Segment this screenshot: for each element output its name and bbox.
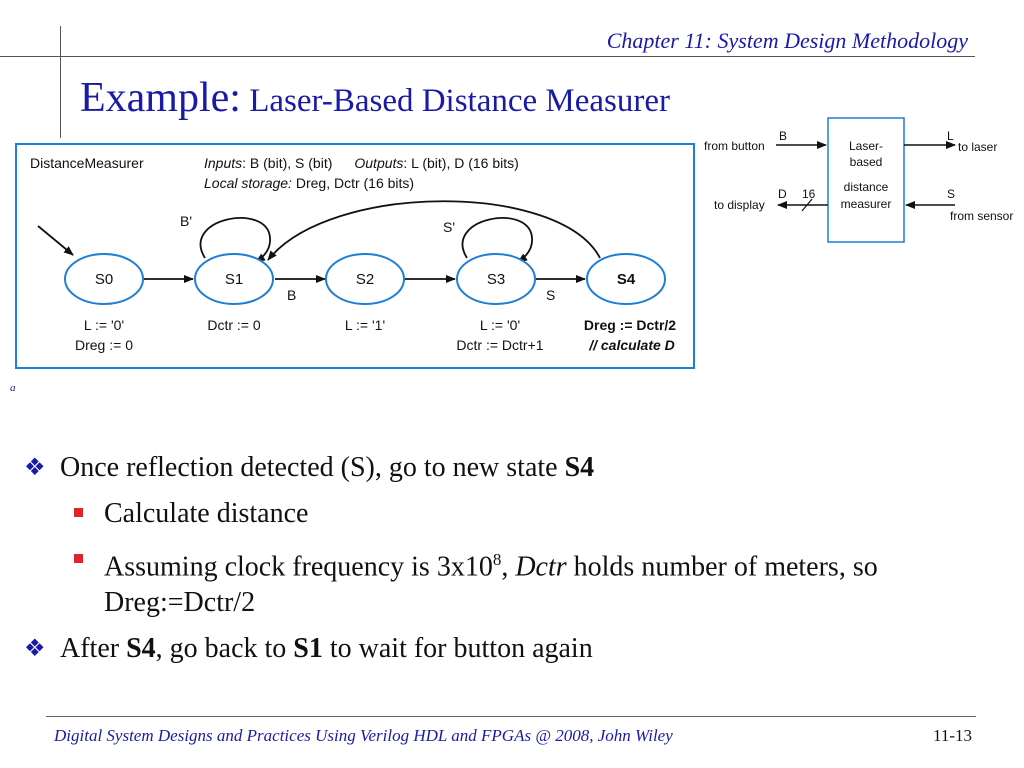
state-s4-label: S4 (617, 271, 636, 288)
block-label-3: distance (844, 180, 889, 194)
bullet-1b-pre: Assuming clock frequency is 3x10 (104, 551, 493, 583)
bullet-1-bold: S4 (564, 452, 595, 483)
label-s3-self: S' (443, 219, 455, 235)
state-s0: S0 (64, 253, 144, 305)
output-d-port: D (778, 187, 787, 201)
inputs-value: : B (bit), S (bit) (242, 155, 332, 171)
label-s1-s2: B (287, 287, 296, 303)
header-horizontal-rule (0, 56, 975, 57)
output-l-desc: to laser (958, 140, 997, 154)
state-s2-label: S2 (356, 271, 374, 288)
storage-label: Local storage: (204, 175, 292, 191)
bullet-1a: Calculate distance (24, 496, 964, 532)
input-s-desc: from sensor (950, 209, 1013, 223)
label-s1-self: B' (180, 213, 192, 229)
title-main: Example: (80, 75, 241, 121)
bus-slash (801, 198, 813, 212)
block-label-4: measurer (841, 197, 892, 211)
s0-action-2: Dreg := 0 (75, 337, 133, 353)
state-s4: S4 (586, 253, 666, 305)
chapter-header: Chapter 11: System Design Methodology (607, 28, 968, 54)
s0-action-1: L := '0' (84, 317, 124, 333)
input-s-port: S (947, 187, 955, 201)
bullet-2-post: to wait for button again (322, 633, 593, 665)
slide-title: Example: Laser-Based Distance Measurer (80, 74, 670, 122)
output-d-desc: to display (714, 198, 765, 212)
s4-action-2: // calculate D (588, 337, 675, 353)
state-s3-label: S3 (487, 271, 505, 288)
bullet-1b-italic: Dctr (515, 551, 567, 583)
state-s1: S1 (194, 253, 274, 305)
page-number: 11-13 (932, 726, 972, 745)
fsm-name: DistanceMeasurer (30, 155, 144, 171)
input-b-desc: from button (704, 139, 765, 153)
s4-action-1: Dreg := Dctr/2 (584, 317, 676, 333)
diamond-bullet-icon: ❖ (24, 636, 46, 663)
s3-action-1: L := '0' (480, 317, 520, 333)
storage-value: Dreg, Dctr (16 bits) (292, 175, 414, 191)
output-l-port: L (947, 129, 954, 143)
title-sub: Laser-Based Distance Measurer (240, 83, 671, 119)
s1-self-loop (199, 217, 271, 263)
inputs-label: Inputs (204, 155, 242, 171)
bullet-list: ❖ Once reflection detected (S), go to new… (24, 450, 964, 677)
header-vertical-rule (60, 26, 61, 138)
output-d-width: 16 (802, 187, 816, 201)
transition-s4-s1 (267, 200, 601, 261)
block-label-1: Laser- (849, 139, 883, 153)
bullet-2-bold-1: S4 (126, 633, 156, 665)
chapter-subtitle: : System Design Methodology (704, 28, 968, 53)
block-label-2: based (850, 155, 883, 169)
footnote-mark: a (10, 382, 16, 394)
state-s1-label: S1 (225, 271, 243, 288)
fsm-diagram: DistanceMeasurer Inputs: B (bit), S (bit… (15, 117, 1013, 369)
bullet-2-bold-2: S1 (293, 633, 323, 665)
initial-arrow (37, 225, 74, 256)
bullet-2-mid: , go back to (155, 633, 294, 665)
laser-block (827, 117, 905, 243)
footer-rule (46, 716, 976, 717)
outputs-label: Outputs (354, 155, 403, 171)
chapter-label: Chapter 11 (606, 28, 705, 53)
bullet-1b: Assuming clock frequency is 3x108, Dctr … (24, 542, 964, 621)
bullet-1-text: Once reflection detected (S), go to new … (60, 452, 565, 483)
fsm-io-line: Inputs: B (bit), S (bit) Outputs: L (bit)… (204, 155, 519, 171)
bullet-2: ❖ After S4, go back to S1 to wait for but… (24, 631, 964, 667)
state-s2: S2 (325, 253, 405, 305)
s1-action-1: Dctr := 0 (207, 317, 261, 333)
input-b-port: B (779, 129, 787, 143)
s3-action-2: Dctr := Dctr+1 (456, 337, 543, 353)
label-s3-s4: S (546, 287, 555, 303)
footer-citation: Digital System Designs and Practices Usi… (54, 726, 673, 745)
bullet-1: ❖ Once reflection detected (S), go to new… (24, 450, 964, 486)
square-bullet-icon (74, 554, 83, 563)
state-s0-label: S0 (95, 271, 113, 288)
square-bullet-icon (74, 508, 83, 517)
bullet-1a-text: Calculate distance (104, 498, 309, 529)
bullet-1b-exponent: 8 (492, 550, 502, 569)
bullet-1b-post: holds number of meters, so Dreg:=Dctr/2 (104, 551, 878, 619)
state-s3: S3 (456, 253, 536, 305)
bullet-2-pre: After (60, 633, 127, 665)
outputs-value: : L (bit), D (16 bits) (403, 155, 518, 171)
s3-self-loop (461, 217, 533, 263)
bullet-1b-comma: , (501, 551, 516, 583)
diamond-bullet-icon: ❖ (24, 455, 46, 481)
fsm-storage-line: Local storage: Dreg, Dctr (16 bits) (204, 175, 414, 191)
s2-action-1: L := '1' (345, 317, 385, 333)
